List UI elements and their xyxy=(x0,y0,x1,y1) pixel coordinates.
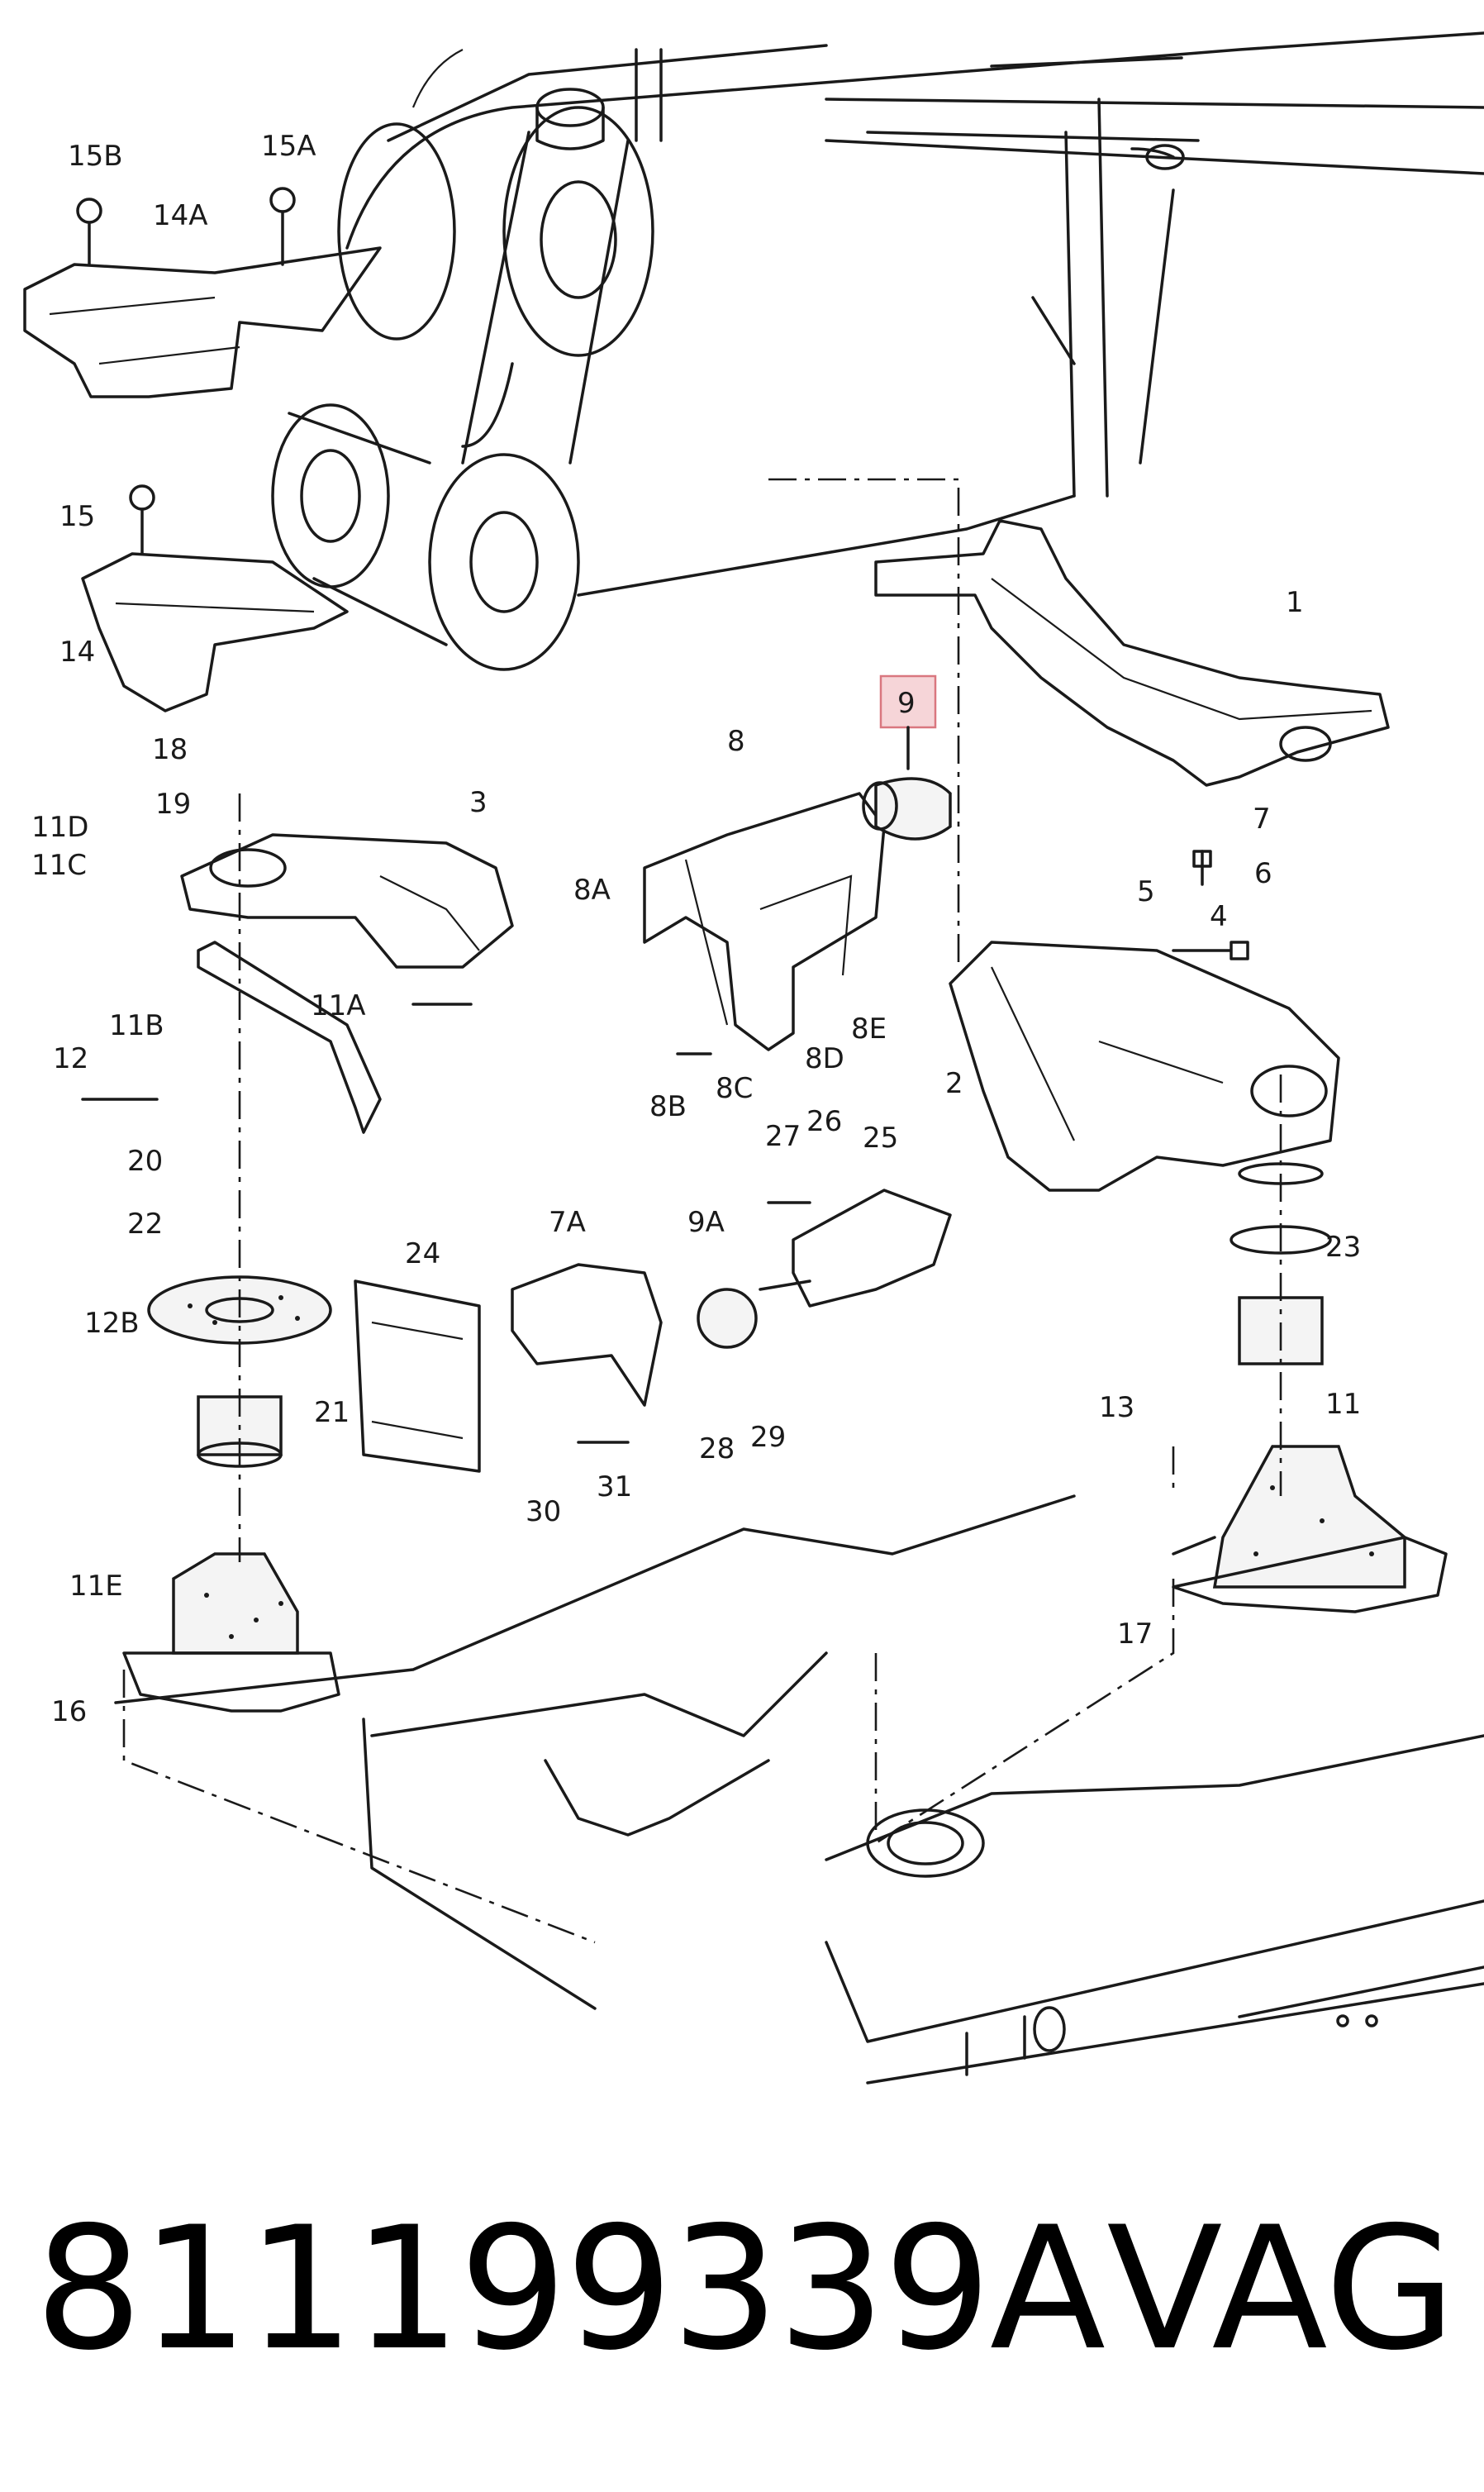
callout: 17 xyxy=(1117,1618,1153,1651)
callout: 8C xyxy=(716,1072,753,1105)
callout: 15 xyxy=(59,500,95,533)
rubber-specks xyxy=(188,1295,1374,1639)
part-caption: 811199339A VAG xyxy=(35,2190,1456,2389)
callout: 19 xyxy=(155,788,191,821)
callout: 8B xyxy=(649,1090,687,1123)
callout: 11E xyxy=(69,1570,123,1603)
part-25-mount xyxy=(792,1189,952,1308)
part-11A-strut xyxy=(197,941,382,1134)
callout: 14A xyxy=(153,199,208,232)
callout: 23 xyxy=(1325,1231,1361,1264)
engine-mounts xyxy=(122,1162,1448,1713)
callout: 21 xyxy=(314,1396,350,1429)
callout: 11C xyxy=(31,849,87,882)
callout: 24 xyxy=(405,1237,440,1270)
callout: 30 xyxy=(526,1495,561,1528)
callout: 8A xyxy=(573,874,611,907)
part-3-bracket xyxy=(180,833,514,969)
callout: 15B xyxy=(68,140,123,173)
callout: 29 xyxy=(750,1421,786,1454)
screws-15 xyxy=(76,187,296,555)
callout: 11A xyxy=(311,989,366,1022)
part-9-highlight xyxy=(879,674,937,729)
callout: 12B xyxy=(84,1307,140,1340)
callout: 11B xyxy=(109,1009,164,1042)
callout: 7 xyxy=(1253,803,1271,836)
callout: 1 xyxy=(1286,586,1304,619)
callout: 27 xyxy=(765,1120,801,1153)
callout: 12 xyxy=(53,1042,88,1075)
callout: 8D xyxy=(805,1042,844,1075)
part-1-crossmember xyxy=(874,519,1390,787)
callout: 13 xyxy=(1099,1391,1134,1424)
part-9-bushing xyxy=(874,777,952,841)
callout: 6 xyxy=(1254,857,1272,890)
part-14-shield xyxy=(81,552,349,712)
bolts xyxy=(81,850,1249,1444)
callout: 14 xyxy=(59,636,95,669)
callout: 15A xyxy=(261,130,316,163)
callout-labels: 15B 15A 14A 15 14 1 9 8 3 18 19 11D 11C … xyxy=(31,130,1361,1728)
part-24-plate xyxy=(354,1279,481,1473)
assembly-centerlines xyxy=(122,478,1282,1944)
callout: 20 xyxy=(127,1145,163,1178)
part-2-bracket xyxy=(949,941,1340,1192)
callout: 9A xyxy=(687,1206,725,1239)
callout: 26 xyxy=(806,1105,842,1138)
callout: 16 xyxy=(51,1695,87,1728)
callout: 2 xyxy=(945,1067,963,1100)
callout: 22 xyxy=(127,1208,163,1241)
subframe xyxy=(114,1494,1484,2085)
callout: 8E xyxy=(851,1013,887,1046)
callout: 9 xyxy=(897,687,916,720)
callout: 7A xyxy=(549,1206,586,1239)
callout: 3 xyxy=(469,786,488,819)
callout: 8 xyxy=(727,725,745,758)
pulley-belt xyxy=(271,106,654,671)
callout: 11 xyxy=(1325,1388,1361,1421)
part-number: 811199339A xyxy=(35,2191,1106,2388)
engine-block xyxy=(345,31,1484,597)
part-14A-shield xyxy=(23,246,382,398)
part-8-bracket xyxy=(643,792,886,1051)
callout: 11D xyxy=(31,811,88,844)
callout: 18 xyxy=(152,733,188,766)
callout: 28 xyxy=(699,1432,735,1465)
part-7A-bracket xyxy=(511,1263,663,1407)
brand-label: VAG xyxy=(1106,2191,1456,2388)
callout: 5 xyxy=(1137,875,1155,908)
callout: 31 xyxy=(597,1470,632,1503)
callout: 4 xyxy=(1210,900,1228,933)
callout: 25 xyxy=(863,1122,898,1155)
